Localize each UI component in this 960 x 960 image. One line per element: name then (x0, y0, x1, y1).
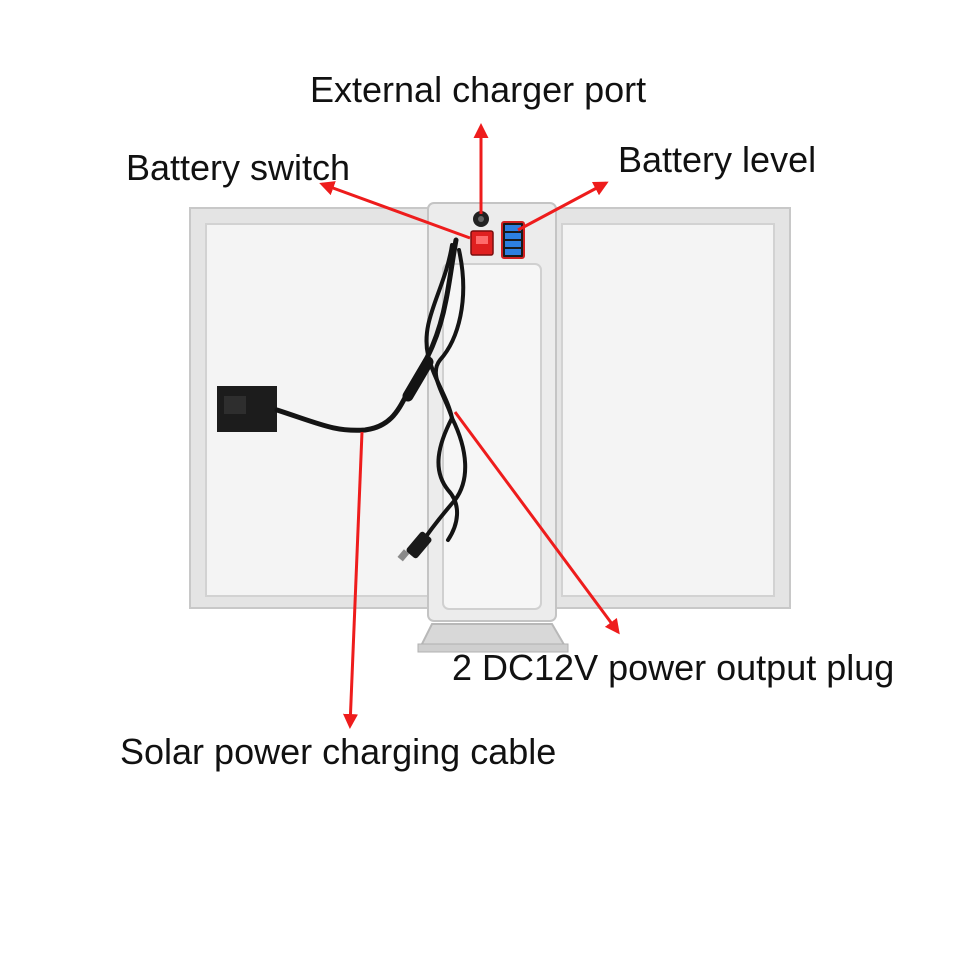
right-solar-panel (549, 207, 791, 609)
battery-level-bar (505, 225, 521, 231)
arrow-icon (319, 181, 471, 240)
battery-level-icon (501, 221, 525, 259)
cables (274, 237, 468, 550)
annotation-arrows (319, 123, 620, 729)
arrow-icon (342, 431, 364, 729)
label-dc-output-plug: 2 DC12V power output plug (452, 647, 895, 688)
arrow-icon (453, 411, 620, 635)
label-solar-charging-cable: Solar power charging cable (120, 731, 557, 772)
label-external-charger-port: External charger port (310, 69, 647, 110)
port-icon[interactable] (473, 211, 489, 227)
junction-box-icon (217, 386, 277, 432)
arrow-icon (517, 181, 609, 232)
label-battery-switch: Battery switch (126, 147, 351, 188)
battery-level-bars (505, 225, 521, 255)
switch-icon[interactable] (470, 230, 494, 256)
dc-plug-icon (397, 531, 432, 562)
battery-level-bar (505, 241, 521, 247)
battery-level-bar (505, 233, 521, 239)
label-battery-level: Battery level (618, 139, 817, 180)
stand (417, 623, 569, 653)
battery-level-bar (505, 249, 521, 255)
